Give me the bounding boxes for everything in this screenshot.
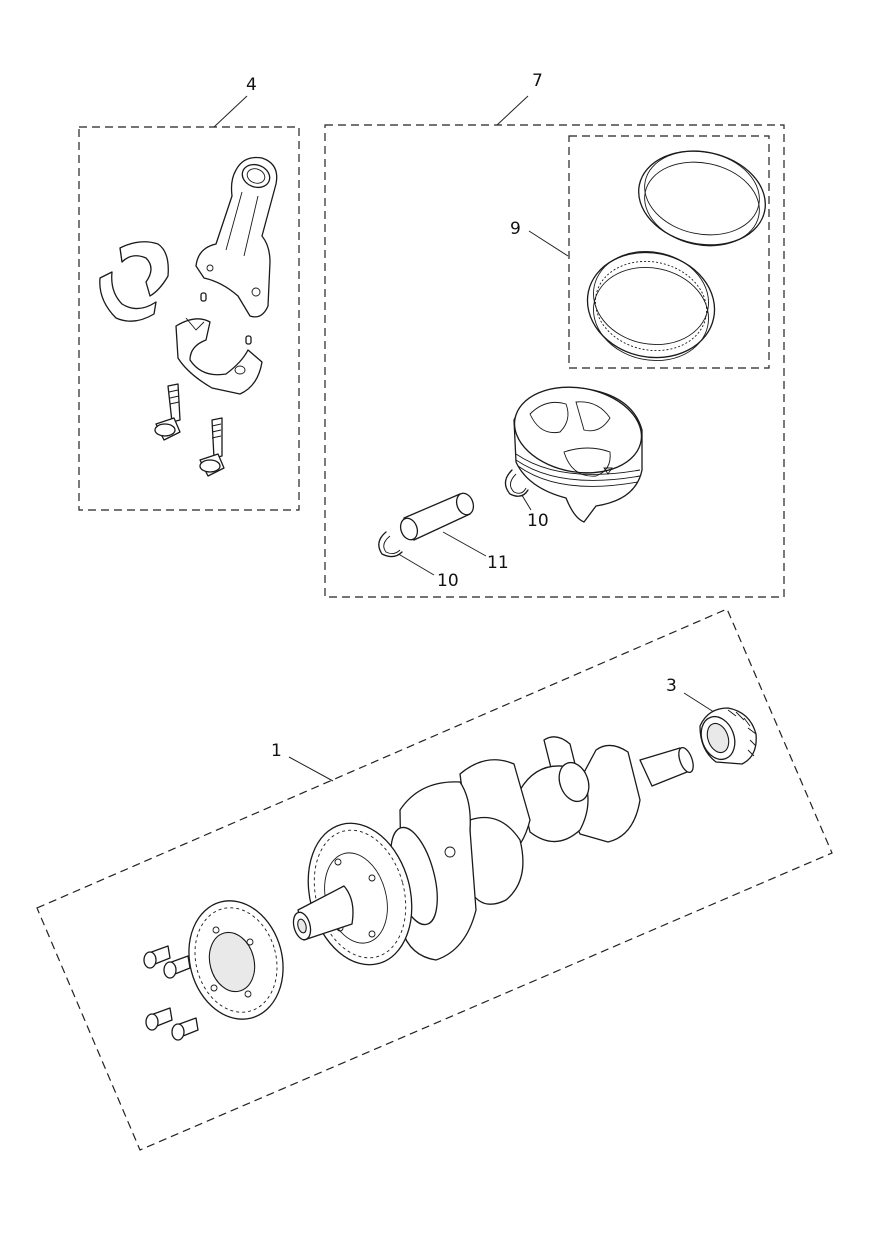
dowel-icons — [200, 292, 252, 345]
callout-4: 4 — [246, 75, 257, 95]
callout-9: 9 — [510, 219, 521, 239]
circlip-icon-upper — [504, 469, 529, 497]
rod-cap-icon — [175, 317, 263, 395]
bolt-icon — [154, 383, 181, 441]
group-box-4 — [78, 126, 300, 511]
bearing-shell-upper-icon — [119, 241, 169, 297]
callout-7: 7 — [532, 71, 543, 91]
gear-bolt-icons — [143, 945, 199, 1041]
group-box-9 — [568, 135, 770, 369]
callout-11: 11 — [487, 553, 509, 573]
piston-icon — [513, 386, 643, 523]
bearing-shell-lower-icon — [99, 271, 157, 322]
bolt-icon-2 — [199, 417, 225, 477]
group-box-7 — [324, 124, 785, 598]
piston-ring-set-icon — [586, 250, 716, 362]
needle-bearing-icon — [699, 707, 757, 765]
callout-1: 1 — [271, 741, 282, 761]
leader-11 — [442, 531, 487, 557]
callout-3: 3 — [666, 676, 677, 696]
leader-4 — [213, 95, 248, 128]
leader-3 — [683, 692, 718, 715]
piston-ring-icon — [638, 150, 766, 247]
circlip-icon-lower — [378, 531, 403, 558]
gear-icon — [188, 900, 284, 1020]
leader-1 — [288, 756, 334, 782]
callout-10-upper: 10 — [527, 511, 549, 531]
leader-9 — [528, 230, 569, 257]
crankshaft-icon — [292, 736, 694, 966]
leader-10b — [394, 551, 435, 576]
gudgeon-pin-icon — [399, 492, 475, 541]
callout-10-lower: 10 — [437, 571, 459, 591]
leader-7 — [496, 95, 529, 126]
group-box-1 — [36, 608, 833, 1151]
connecting-rod-icon — [195, 156, 278, 318]
